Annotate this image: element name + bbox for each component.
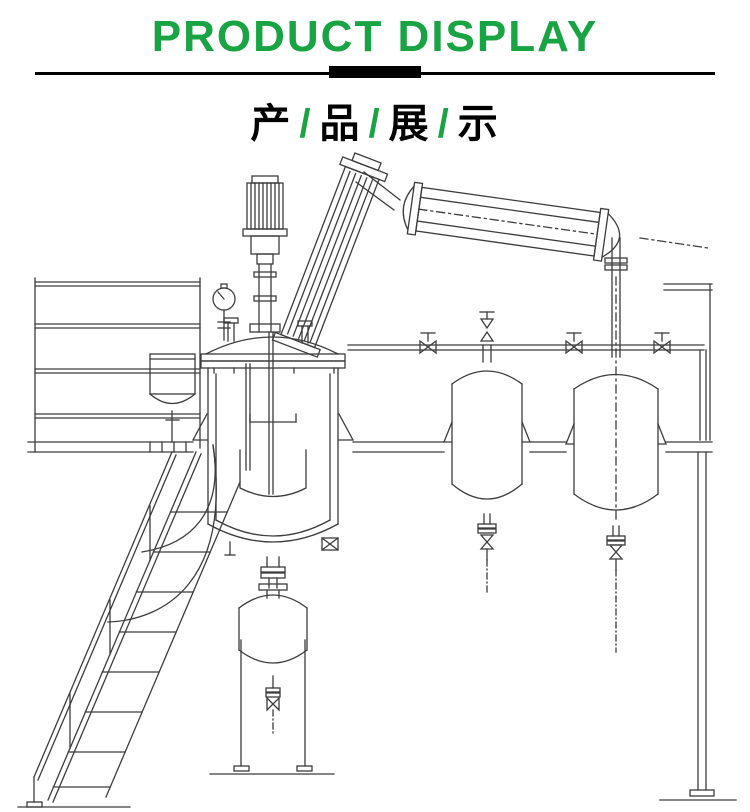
slash-separator: / <box>368 102 382 146</box>
divider-center-bar <box>329 66 421 78</box>
pressure-gauge <box>212 283 236 341</box>
vapor-pipe <box>355 171 401 211</box>
platform-hopper <box>149 353 196 443</box>
overhead-pipe-run <box>347 311 707 441</box>
condensate-downpipe <box>604 237 628 523</box>
zh-char-4: 示 <box>457 102 500 146</box>
product-display-page: PRODUCT DISPLAY 产/品/展/示 <box>0 12 750 808</box>
receiver-tank-2 <box>565 373 667 653</box>
slash-separator: / <box>299 102 313 146</box>
zh-char-1: 产 <box>250 102 293 146</box>
floor-lines <box>17 773 737 808</box>
staircase <box>26 444 241 808</box>
condenser-axis-line <box>639 237 709 249</box>
platform-railing <box>34 277 201 453</box>
equipment-line-drawing <box>17 152 737 808</box>
platform-beam <box>27 283 713 453</box>
horizontal-condenser <box>402 181 621 262</box>
page-title-zh: 产/品/展/示 <box>0 91 750 149</box>
frame-leg <box>689 451 715 797</box>
zh-char-3: 展 <box>388 102 431 146</box>
bottom-receiver-vessel <box>233 577 313 772</box>
receiver-tank-1 <box>443 370 531 593</box>
zh-char-2: 品 <box>319 102 362 146</box>
inclined-condenser-column <box>271 152 389 358</box>
jacketed-reactor-vessel <box>191 317 355 579</box>
slash-separator: / <box>437 102 451 146</box>
page-title-en: PRODUCT DISPLAY <box>151 12 599 61</box>
divider-rule <box>35 66 715 78</box>
equipment-diagram <box>0 152 750 812</box>
agitator-motor <box>242 175 288 333</box>
